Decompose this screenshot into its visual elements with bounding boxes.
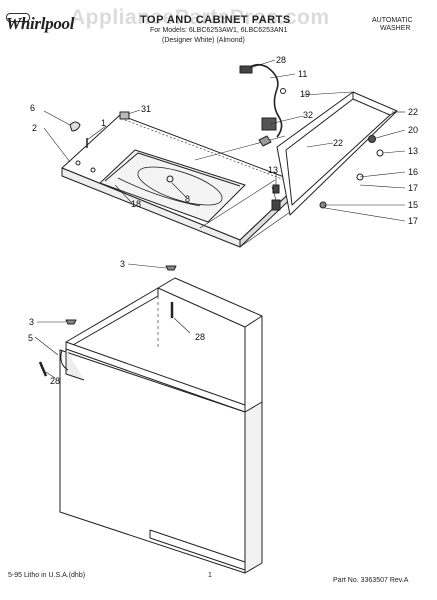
callout-8: 8 bbox=[185, 194, 190, 204]
print-info: 5-95 Litho in U.S.A.(dhb) bbox=[8, 572, 86, 579]
small-hardware bbox=[69, 111, 327, 209]
callout-leader-lines bbox=[34, 59, 406, 379]
callout-6: 6 bbox=[30, 103, 35, 113]
washer-cabinet bbox=[59, 277, 263, 574]
callout-18: 18 bbox=[131, 199, 141, 209]
appliance-category-line1: AUTOMATIC bbox=[372, 17, 413, 24]
callout-31: 31 bbox=[141, 104, 151, 114]
page-number: 1 bbox=[208, 572, 212, 579]
callout-2: 2 bbox=[32, 123, 37, 133]
callout-17-upper: 17 bbox=[408, 183, 418, 193]
callout-32: 32 bbox=[303, 110, 313, 120]
callout-28-lower: 28 bbox=[50, 376, 60, 386]
wire-harness bbox=[239, 63, 286, 138]
brand-logo: Whirlpool bbox=[6, 14, 75, 33]
callout-22-right: 22 bbox=[408, 107, 418, 117]
part-number: Part No. 3363507 Rev.A bbox=[333, 577, 409, 584]
logo-badge bbox=[6, 13, 30, 22]
callout-11: 11 bbox=[298, 69, 307, 79]
callout-28-top: 28 bbox=[276, 55, 286, 65]
callout-17-lower: 17 bbox=[408, 216, 418, 226]
appliance-category-line2: WASHER bbox=[380, 25, 411, 32]
callout-1: 1 bbox=[101, 118, 106, 128]
washer-top-panel bbox=[61, 114, 301, 248]
callout-13-left: 13 bbox=[268, 165, 278, 175]
callout-15: 15 bbox=[408, 200, 418, 210]
control-console-panel bbox=[271, 91, 398, 216]
callout-13-right: 13 bbox=[408, 146, 418, 156]
diagram-title: TOP AND CABINET PARTS bbox=[140, 14, 291, 26]
color-variant: (Designer White) (Almond) bbox=[162, 37, 245, 44]
watermark: AppliancePartsPros.com bbox=[70, 6, 330, 29]
callout-16: 16 bbox=[408, 167, 418, 177]
callout-5: 5 bbox=[28, 333, 33, 343]
callout-19: 19 bbox=[300, 89, 310, 99]
callout-3-lower: 3 bbox=[29, 317, 34, 327]
callout-20: 20 bbox=[408, 125, 418, 135]
callout-28-middle: 28 bbox=[195, 332, 205, 342]
model-numbers: For Models: 6LBC6253AW1, 6LBC6253AN1 bbox=[150, 27, 288, 34]
callout-22-left: 22 bbox=[333, 138, 343, 148]
callout-3-upper: 3 bbox=[120, 259, 125, 269]
